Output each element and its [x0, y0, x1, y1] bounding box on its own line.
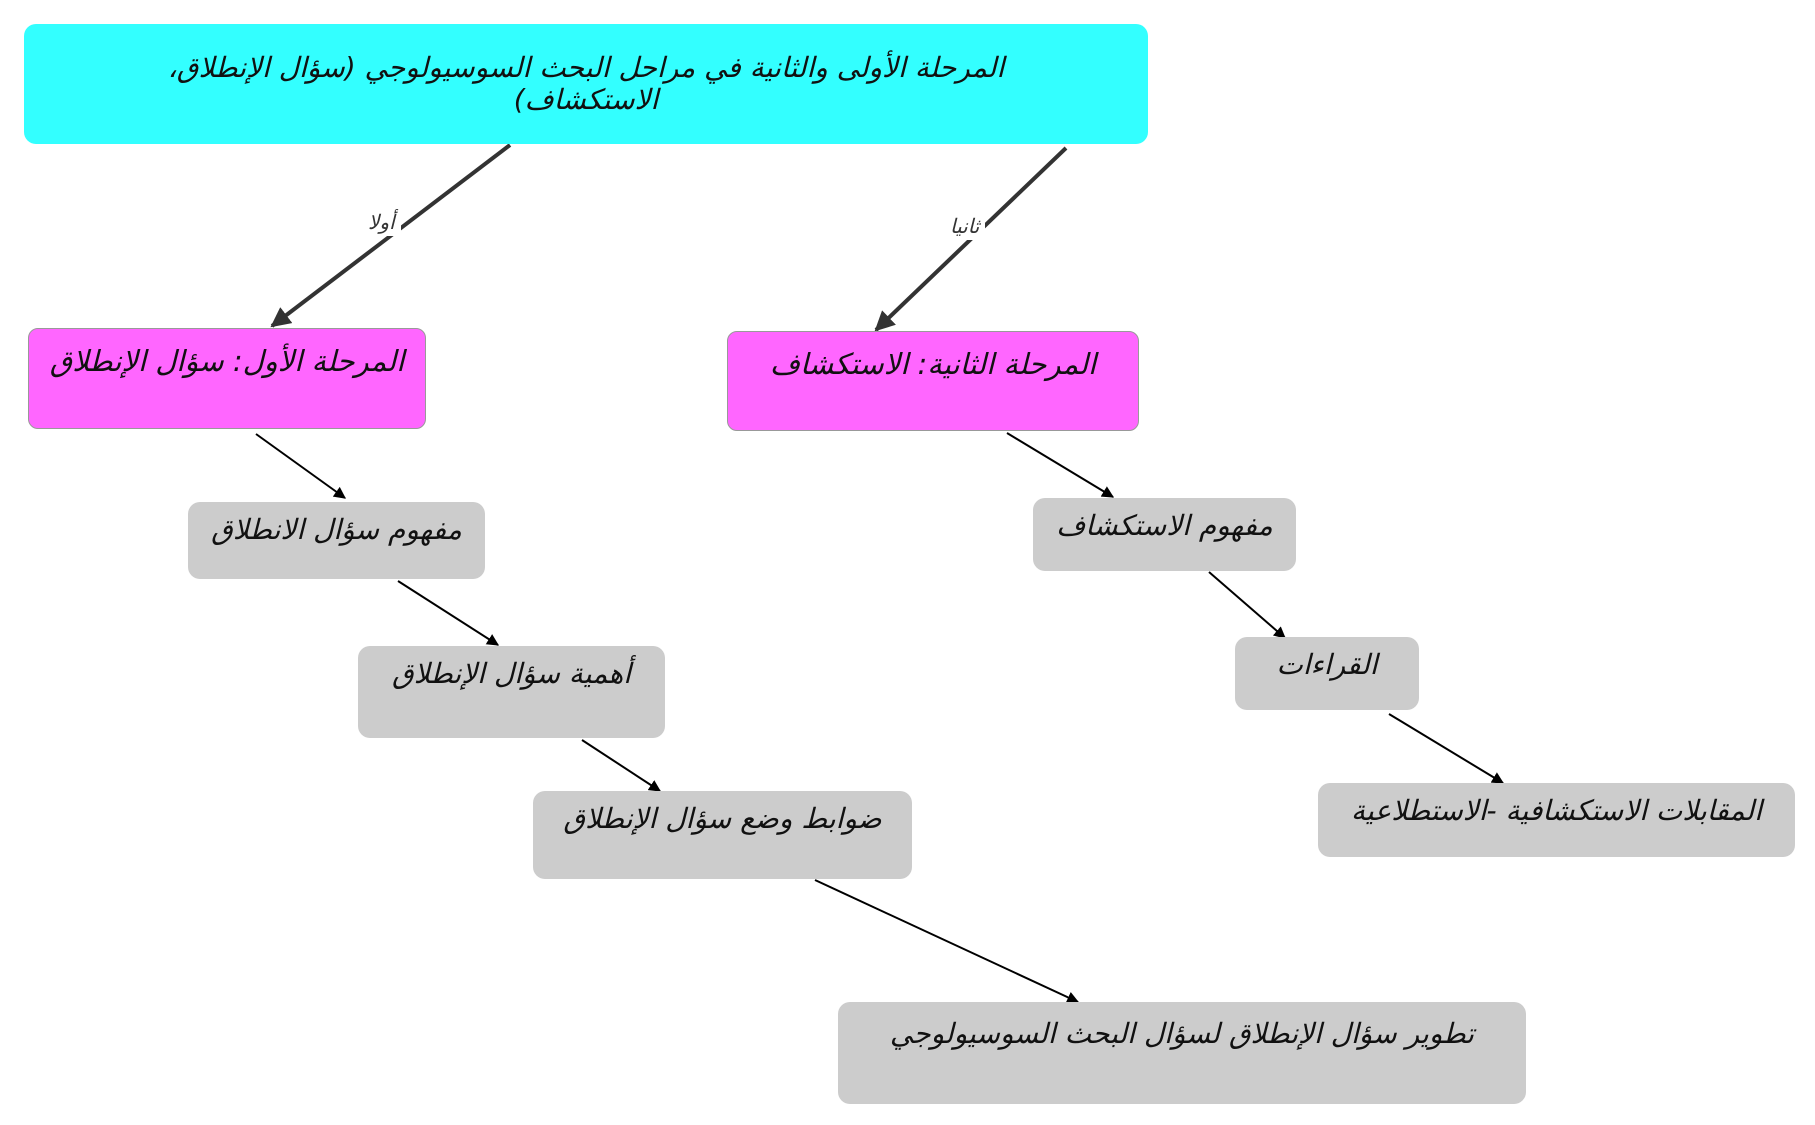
develop-question-node-text: تطوير سؤال الإنطلاق لسؤال البحث السوسيول… [889, 1017, 1475, 1050]
edge-importance-to-rules [581, 739, 662, 792]
develop-question-node[interactable]: تطوير سؤال الإنطلاق لسؤال البحث السوسيول… [838, 1002, 1526, 1104]
edge-phase2-to-concept-exploration [1006, 432, 1115, 498]
root-node-text: المرحلة الأولى والثانية في مراحل البحث ا… [167, 50, 1005, 116]
phase2-node[interactable]: المرحلة الثانية: الاستكشاف [727, 331, 1139, 431]
edge-concept-to-importance [397, 580, 500, 646]
phase1-node-text: المرحلة الأول: سؤال الإنطلاق [49, 344, 405, 378]
concept-question-node[interactable]: مفهوم سؤال الانطلاق [188, 502, 485, 579]
readings-node-text: القراءات [1276, 648, 1378, 681]
readings-node[interactable]: القراءات [1235, 637, 1419, 710]
importance-question-node[interactable]: أهمية سؤال الإنطلاق [358, 646, 665, 738]
phase2-node-text: المرحلة الثانية: الاستكشاف [769, 347, 1097, 381]
edge-rules-to-develop [814, 879, 1080, 1003]
edge-label-first: أولا [362, 208, 401, 236]
phase1-node[interactable]: المرحلة الأول: سؤال الإنطلاق [28, 328, 426, 429]
edge-phase1-to-concept [255, 433, 346, 499]
edge-label-second: ثانيا [944, 212, 986, 240]
rules-question-node-text: ضوابط وضع سؤال الإنطلاق [563, 802, 882, 835]
concept-exploration-node[interactable]: مفهوم الاستكشاف [1033, 498, 1296, 571]
rules-question-node[interactable]: ضوابط وضع سؤال الإنطلاق [533, 791, 912, 879]
interviews-node[interactable]: المقابلات الاستكشافية -الاستطلاعية [1318, 783, 1795, 857]
concept-question-node-text: مفهوم سؤال الانطلاق [211, 513, 462, 546]
concept-exploration-node-text: مفهوم الاستكشاف [1056, 509, 1273, 542]
interviews-node-text: المقابلات الاستكشافية -الاستطلاعية [1351, 794, 1762, 827]
edge-readings-to-interviews [1388, 713, 1505, 784]
root-node[interactable]: المرحلة الأولى والثانية في مراحل البحث ا… [24, 24, 1148, 144]
edge-concept-exploration-to-readings [1208, 571, 1286, 639]
importance-question-node-text: أهمية سؤال الإنطلاق [392, 657, 631, 690]
